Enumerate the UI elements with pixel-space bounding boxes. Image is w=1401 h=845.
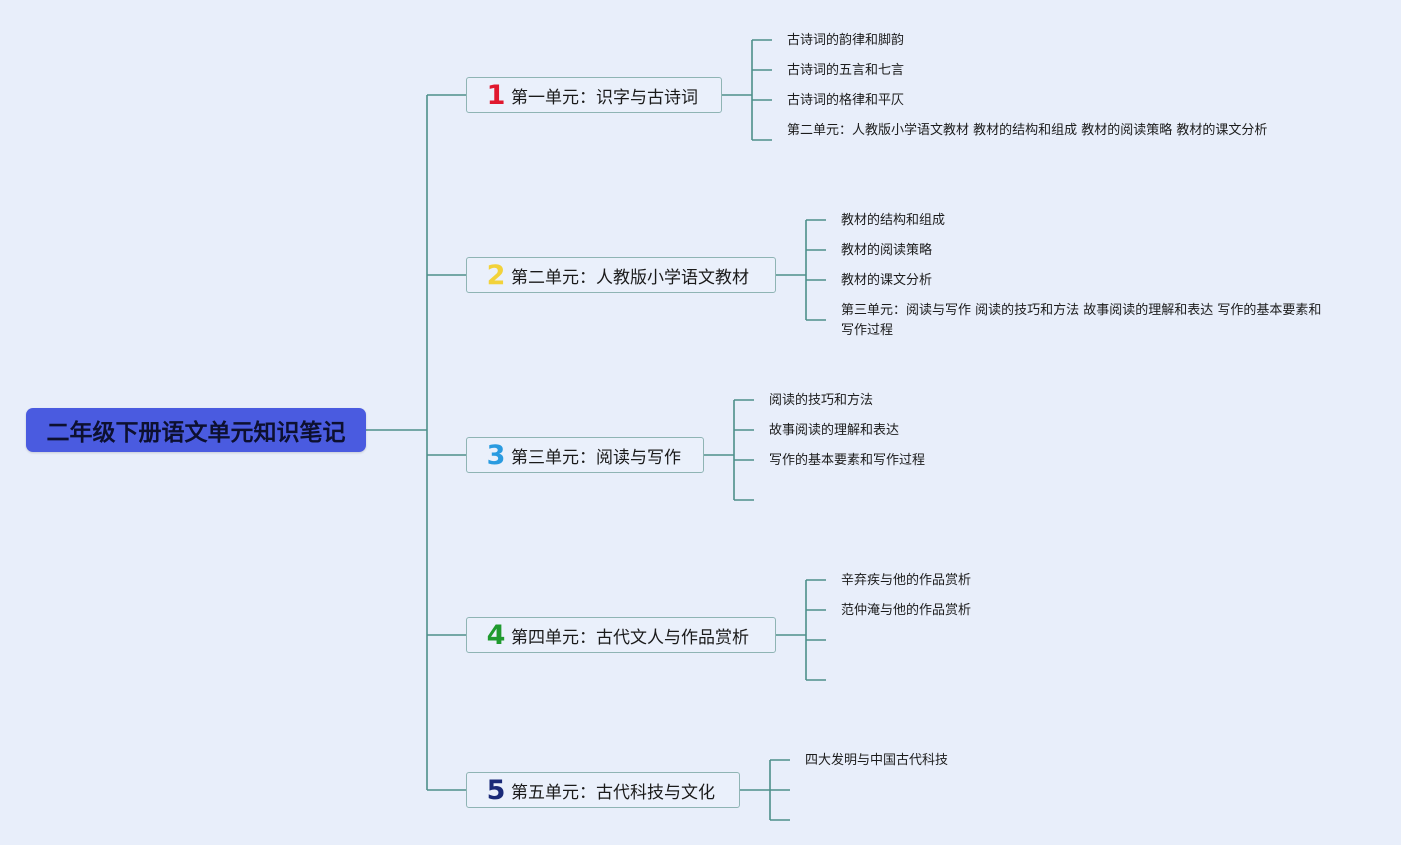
- leaf-topic[interactable]: 古诗词的格律和平仄: [787, 93, 905, 108]
- leaf-topic[interactable]: 第三单元：阅读与写作 阅读的技巧和方法 故事阅读的理解和表达 写作的基本要素和写…: [841, 303, 1322, 338]
- leaf-topic[interactable]: 教材的阅读策略: [841, 243, 933, 258]
- leaf-topic[interactable]: 古诗词的韵律和脚韵: [787, 33, 905, 48]
- leaf-topic[interactable]: 四大发明与中国古代科技: [805, 753, 949, 768]
- root-title: 二年级下册语文单元知识笔记: [46, 420, 346, 446]
- branch-label: 第三单元：阅读与写作: [511, 447, 681, 468]
- leaf-topic[interactable]: 辛弃疾与他的作品赏析: [841, 573, 972, 588]
- branch-unit-5[interactable]: 5 第五单元：古代科技与文化: [466, 772, 740, 808]
- branch-unit-1[interactable]: 1 第一单元：识字与古诗词: [466, 77, 722, 113]
- branch-unit-2[interactable]: 2 第二单元：人教版小学语文教材: [466, 257, 776, 293]
- unit-number-1-icon: 1: [486, 79, 506, 111]
- root-topic[interactable]: 二年级下册语文单元知识笔记: [26, 408, 366, 452]
- unit-number-4-icon: 4: [486, 619, 506, 651]
- branch-unit-4[interactable]: 4 第四单元：古代文人与作品赏析: [466, 617, 776, 653]
- leaf-topic[interactable]: 写作的基本要素和写作过程: [769, 453, 926, 468]
- unit-number-3-icon: 3: [486, 439, 506, 471]
- leaf-topic[interactable]: 教材的结构和组成: [841, 213, 946, 228]
- branch-label: 第四单元：古代文人与作品赏析: [511, 627, 749, 648]
- branch-label: 第二单元：人教版小学语文教材: [511, 267, 749, 288]
- unit-number-2-icon: 2: [486, 259, 506, 291]
- branch-label: 第五单元：古代科技与文化: [511, 782, 715, 803]
- leaf-topic[interactable]: 古诗词的五言和七言: [787, 63, 905, 78]
- unit-number-5-icon: 5: [486, 774, 506, 806]
- leaf-topic[interactable]: 教材的课文分析: [841, 273, 933, 288]
- branch-label: 第一单元：识字与古诗词: [511, 87, 698, 108]
- leaf-topic[interactable]: 范仲淹与他的作品赏析: [841, 603, 972, 618]
- leaf-topic[interactable]: 阅读的技巧和方法: [769, 393, 874, 408]
- leaf-topic[interactable]: 第二单元：人教版小学语文教材 教材的结构和组成 教材的阅读策略 教材的课文分析: [787, 123, 1268, 138]
- branch-unit-3[interactable]: 3 第三单元：阅读与写作: [466, 437, 704, 473]
- leaf-topic[interactable]: 故事阅读的理解和表达: [769, 423, 900, 438]
